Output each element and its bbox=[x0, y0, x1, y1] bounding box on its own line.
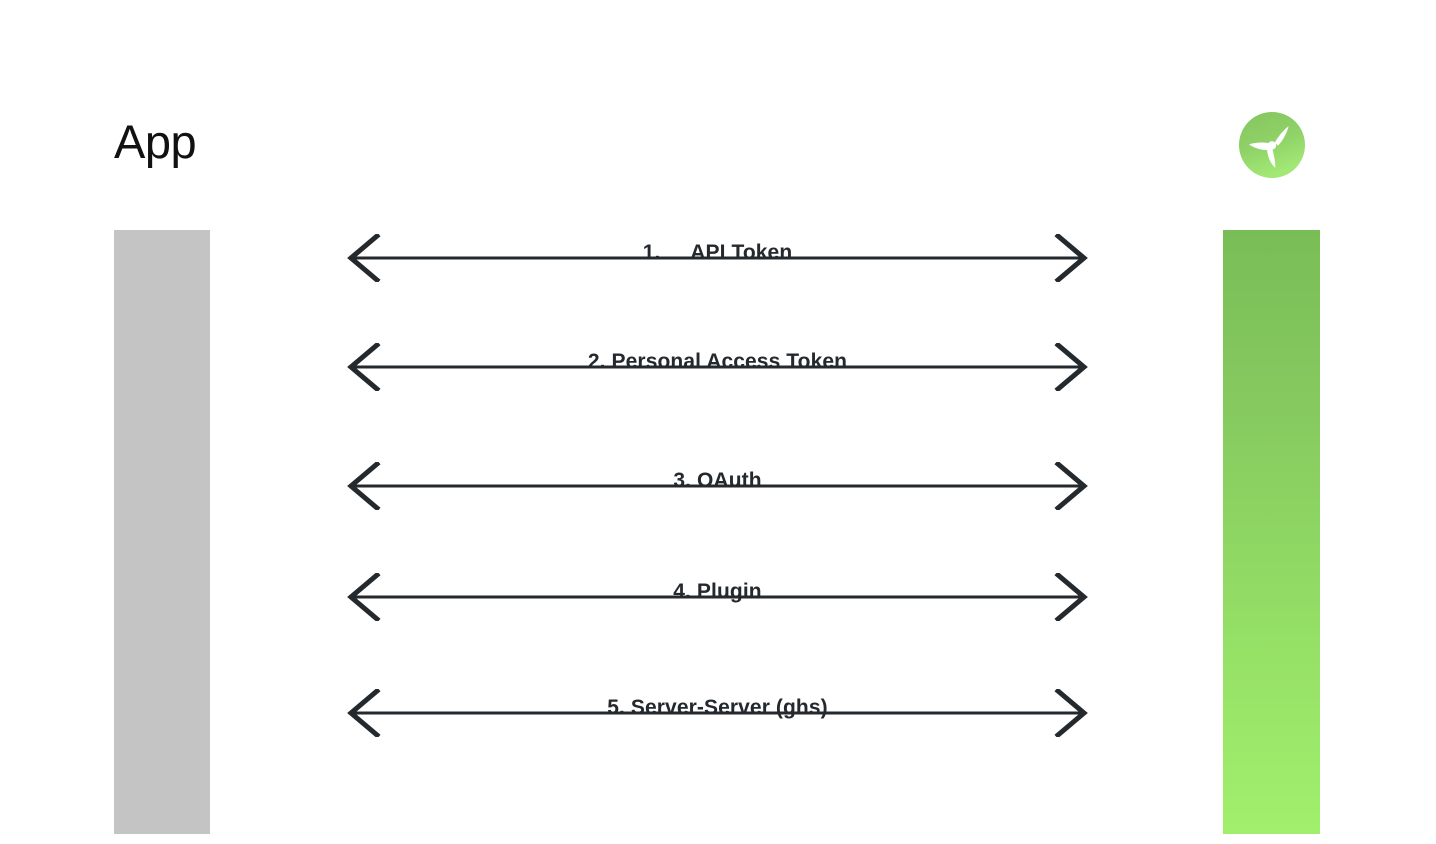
message-row: 1. API Token bbox=[345, 212, 1090, 282]
message-row: 4. Plugin bbox=[345, 551, 1090, 621]
bidirectional-arrow-icon bbox=[345, 689, 1090, 737]
bidirectional-arrow-icon bbox=[345, 462, 1090, 510]
left-actor-lifeline bbox=[114, 230, 210, 834]
right-actor-lifeline bbox=[1223, 230, 1320, 834]
message-row: 2. Personal Access Token bbox=[345, 321, 1090, 391]
green-propeller-logo-icon bbox=[1236, 109, 1308, 181]
left-actor-title: App bbox=[114, 115, 197, 168]
message-row: 5. Server-Server (ghs) bbox=[345, 667, 1090, 737]
bidirectional-arrow-icon bbox=[345, 343, 1090, 391]
message-row: 3. OAuth bbox=[345, 440, 1090, 510]
bidirectional-arrow-icon bbox=[345, 573, 1090, 621]
bidirectional-arrow-icon bbox=[345, 234, 1090, 282]
